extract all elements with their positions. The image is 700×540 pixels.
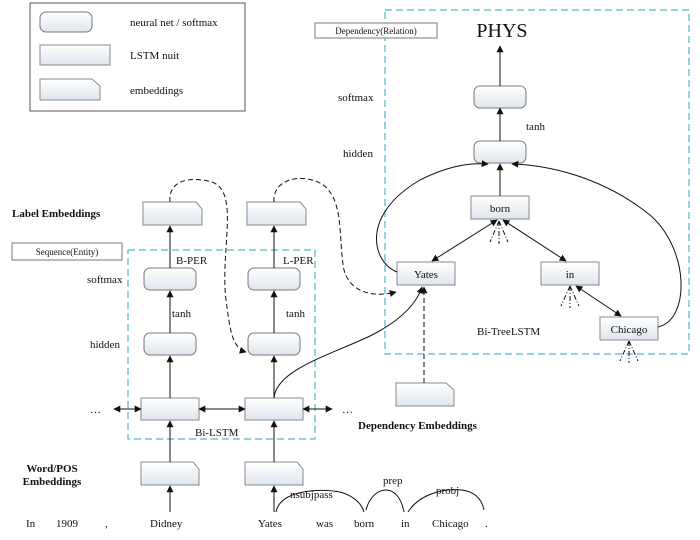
feedback-label2-to-yates	[273, 177, 397, 297]
entity-tag-l-per: L-PER	[283, 255, 314, 267]
entity-tag-b-per: B-PER	[176, 255, 208, 267]
relation-title-box	[314, 22, 438, 39]
relation-label: PHYS	[476, 20, 527, 42]
seq-hidden-box-2	[247, 332, 301, 356]
sentence-word: Yates	[258, 518, 282, 530]
dep-label-probj: probj	[436, 485, 459, 497]
dep-label-prep: prep	[383, 475, 403, 487]
label-embedding-1	[142, 201, 203, 226]
dep-arc-nsubjpass	[275, 489, 365, 513]
tree-tanh-label: tanh	[526, 121, 545, 133]
seq-tanh-label-1: tanh	[172, 308, 191, 320]
legend-softmax-symbol	[39, 11, 93, 33]
sentence-word: 1909	[56, 518, 79, 530]
sentence-word: born	[354, 518, 375, 530]
relation-title: Dependency(Relation)	[335, 26, 416, 36]
edge-born-in	[502, 219, 567, 262]
legend-lstm-symbol	[39, 44, 111, 66]
arrow-lstm-to-yates-node	[273, 286, 424, 399]
entity-title: Sequence(Entity)	[36, 247, 98, 257]
sentence-word: was	[316, 518, 333, 530]
tree-node-born-label: born	[490, 203, 511, 215]
curve-chicago-to-hidden	[511, 160, 682, 328]
dep-arc-probj	[407, 489, 485, 513]
seq-tanh-label-2: tanh	[286, 308, 305, 320]
tree-hidden-label: hidden	[343, 148, 373, 160]
sentence-word: In	[26, 518, 36, 530]
label-embeddings-label: Label Embeddings	[12, 208, 101, 220]
tree-node-in	[540, 261, 600, 286]
feedback-label1-to-hidden2	[169, 179, 247, 354]
seq-hidden-box-1	[143, 332, 197, 356]
bi-lstm-label: Bi-LSTM	[195, 427, 239, 439]
label-embedding-2	[246, 201, 307, 226]
tree-node-in-label: in	[566, 269, 575, 281]
seq-softmax-box-2	[247, 267, 301, 291]
word-embedding-yates	[244, 461, 304, 486]
tree-node-yates-label: Yates	[414, 269, 438, 281]
seq-softmax-box-1	[143, 267, 197, 291]
legend-softmax-label: neural net / softmax	[130, 17, 218, 29]
word-embedding-didney	[140, 461, 200, 486]
seq-hidden-label: hidden	[90, 339, 120, 351]
bi-treelstm-label: Bi-TreeLSTM	[477, 326, 540, 338]
tree-node-yates	[396, 261, 456, 286]
edge-in-chicago	[575, 285, 622, 317]
legend-embedding-symbol	[39, 78, 101, 101]
legend-lstm-label: LSTM nuit	[130, 50, 179, 62]
dependency-embeddings-label: Dependency Embeddings	[358, 420, 478, 432]
tree-softmax-box	[473, 85, 527, 109]
tree-child-stubs	[489, 220, 639, 363]
dependency-embedding-box	[395, 382, 455, 407]
relation-region	[384, 9, 690, 355]
sentence-word: in	[401, 518, 410, 530]
entity-title-box	[11, 242, 123, 261]
word-pos-label-line1: Word/POS	[26, 463, 77, 475]
bilstm-unit-yates	[244, 397, 304, 421]
sentence: In 1909 , Didney Yates was born in Chica…	[26, 518, 488, 530]
tree-node-chicago-label: Chicago	[611, 324, 648, 336]
sentence-word: Chicago	[432, 518, 469, 530]
edge-born-yates	[431, 219, 498, 262]
bilstm-unit-didney	[140, 397, 200, 421]
legend: neural net / softmax LSTM nuit embedding…	[29, 2, 246, 112]
ellipsis-right: …	[342, 404, 353, 416]
seq-softmax-label: softmax	[87, 274, 123, 286]
entity-region	[127, 249, 316, 440]
sentence-word: .	[485, 518, 488, 530]
legend-embedding-label: embeddings	[130, 85, 183, 97]
sentence-word: ,	[105, 518, 108, 530]
tree-softmax-label: softmax	[338, 92, 374, 104]
tree-hidden-box	[473, 140, 527, 164]
legend-frame	[29, 2, 246, 112]
dep-arc-prep	[365, 489, 405, 513]
ellipsis-left: …	[90, 404, 101, 416]
sentence-word: Didney	[150, 518, 183, 530]
word-pos-label-line2: Embeddings	[23, 476, 82, 488]
curve-yates-to-hidden	[375, 160, 489, 273]
dep-label-nsubjpass: nsubjpass	[290, 489, 333, 501]
tree-node-chicago	[599, 316, 659, 341]
